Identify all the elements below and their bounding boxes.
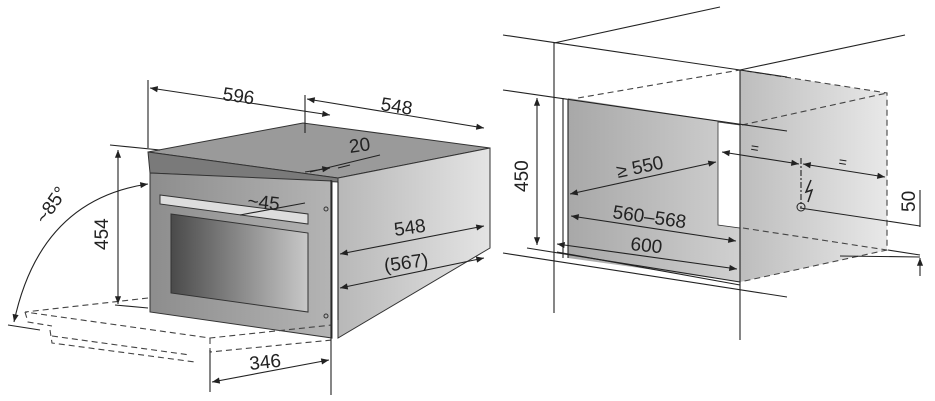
socket-position-icon — [796, 202, 806, 212]
dim-width-596: 596 — [221, 84, 255, 109]
equal-right-mark: = — [838, 153, 849, 170]
dim-depth-top-548: 548 — [379, 94, 414, 120]
dim-door-open-346: 346 — [248, 351, 282, 375]
niche-opening — [717, 121, 741, 229]
dim-front-panel-20: 20 — [348, 134, 372, 158]
lightning-bolt-icon — [804, 179, 814, 203]
dim-handle-45: ~45 — [246, 191, 280, 215]
oven-handle — [159, 194, 309, 225]
dim-niche-outer-600: 600 — [629, 234, 663, 258]
dim-niche-height-450: 450 — [512, 160, 533, 192]
dim-socket-offset-50: 50 — [899, 191, 920, 212]
screw — [323, 313, 329, 319]
screw — [323, 206, 329, 212]
oven-window — [170, 213, 309, 313]
equal-left-mark: = — [750, 139, 761, 156]
niche-drawing — [502, 6, 920, 340]
oven-drawing — [7, 80, 491, 395]
dim-body-depth-548: 548 — [393, 216, 427, 241]
niche-side-box — [740, 70, 887, 282]
dim-height-454: 454 — [92, 218, 113, 250]
oven-side — [337, 147, 491, 339]
